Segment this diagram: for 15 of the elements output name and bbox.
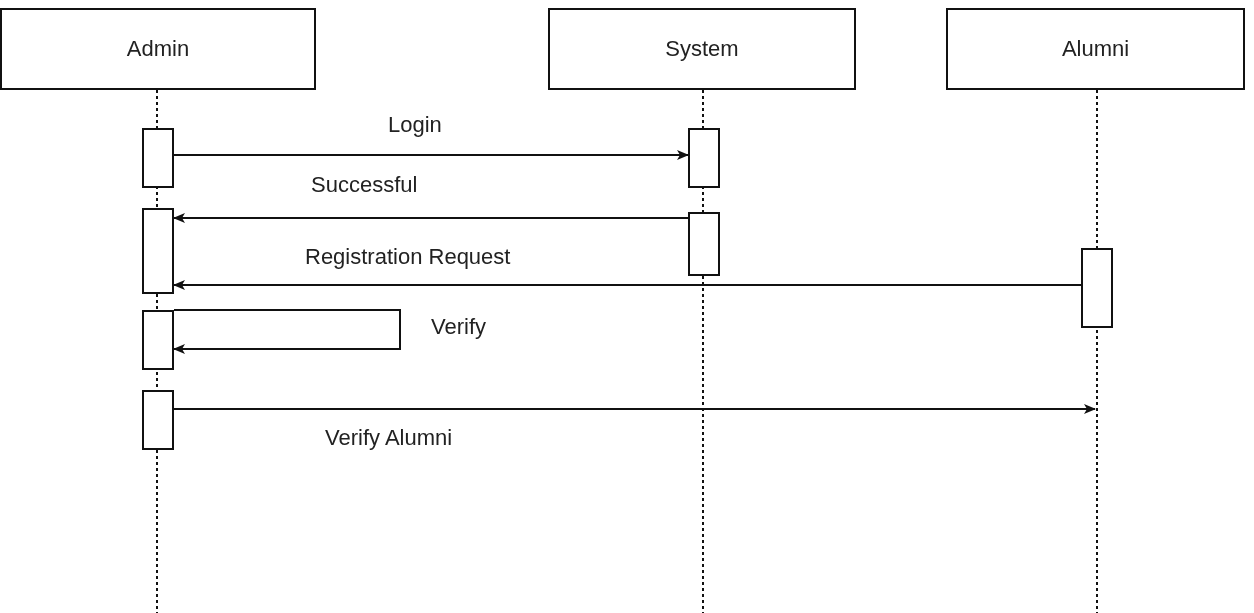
activation-bar — [142, 310, 174, 370]
message-arrow — [173, 280, 1082, 290]
message-arrow — [173, 213, 689, 223]
activation-bar — [142, 208, 174, 294]
lifeline-header: Admin — [0, 8, 316, 90]
lifeline-header: Alumni — [946, 8, 1245, 90]
activation-bar — [142, 390, 174, 450]
lifeline-header: System — [548, 8, 856, 90]
activation-bar — [1081, 248, 1113, 328]
activation-bar — [688, 212, 720, 276]
message-arrow — [173, 404, 1096, 414]
activation-bar — [142, 128, 174, 188]
message-arrow — [173, 150, 689, 160]
message-arrow — [173, 309, 401, 354]
activation-bar — [688, 128, 720, 188]
